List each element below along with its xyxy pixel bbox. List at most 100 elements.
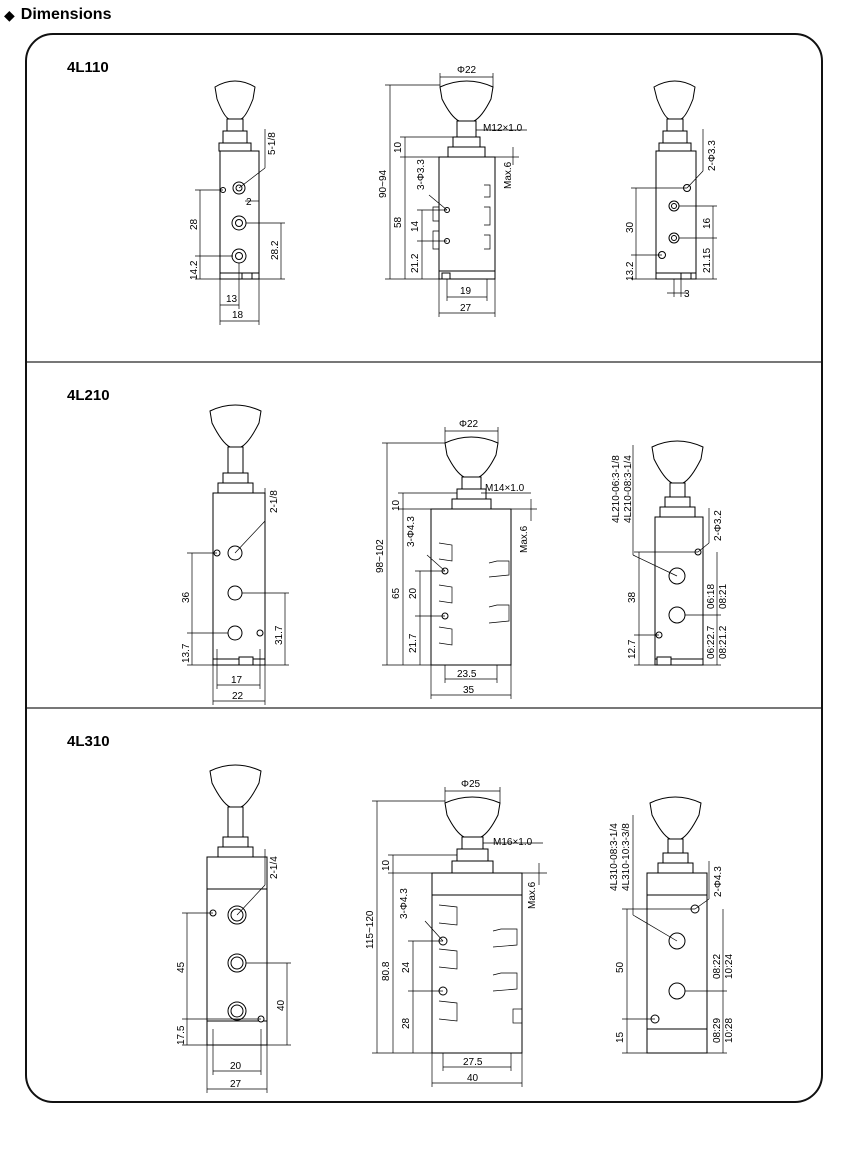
- dim-label: 28: [189, 218, 200, 230]
- dim-label: 4L310-08:3-1/4: [609, 823, 620, 891]
- side-view: [382, 427, 537, 699]
- dim-label: 18: [232, 310, 244, 321]
- dim-label: 30: [625, 221, 636, 233]
- section-4l110: 4L110: [27, 35, 821, 361]
- dim-label: 10: [393, 141, 404, 153]
- diagram-4l210: 2-1/8 36 13.7 31.7 17 22: [181, 404, 729, 705]
- dim-label: 13.7: [181, 643, 192, 663]
- section-4l210: 4L210: [27, 363, 821, 707]
- dim-label: 40: [276, 999, 287, 1011]
- dim-label: 20: [230, 1061, 242, 1072]
- dim-label: Φ22: [459, 419, 479, 430]
- section-divider: [27, 361, 821, 363]
- dim-label: 20: [408, 587, 419, 599]
- dim-label: 38: [627, 591, 638, 603]
- dim-label: 35: [463, 685, 475, 696]
- dim-label: 10:28: [724, 1018, 735, 1043]
- dim-label: 16: [702, 217, 713, 229]
- dim-label: 3-Φ4.3: [399, 888, 410, 919]
- front-view: [182, 764, 291, 1093]
- rear-view: [622, 796, 727, 1054]
- dim-label: 21.15: [702, 248, 713, 273]
- dim-label: 5-1/8: [267, 132, 278, 155]
- dim-label: 22: [232, 691, 244, 702]
- front-view: [195, 80, 285, 325]
- dim-label: 10: [381, 859, 392, 871]
- dim-label: 2-Φ3.2: [713, 510, 724, 541]
- section-4l310: 4L310: [27, 709, 821, 1101]
- dim-label: 27: [230, 1079, 242, 1090]
- dim-label: 08:22: [712, 954, 723, 979]
- dim-label: 65: [391, 587, 402, 599]
- dim-label: Max.6: [503, 161, 514, 189]
- dim-label: M12×1.0: [483, 123, 523, 134]
- dim-label: 10: [391, 499, 402, 511]
- dim-label: 36: [181, 591, 192, 603]
- dim-label: 27.5: [463, 1057, 483, 1068]
- dim-label: 14: [410, 220, 421, 232]
- section-divider: [27, 707, 821, 709]
- front-view: [187, 404, 289, 705]
- dim-label: 12.7: [627, 639, 638, 659]
- dim-label: 90~94: [378, 169, 389, 198]
- dim-label: 4L210-06:3-1/8: [611, 455, 622, 523]
- dim-label: 17.5: [176, 1025, 187, 1045]
- dim-label: Φ25: [461, 779, 481, 790]
- page-title: Dimensions: [20, 6, 112, 23]
- dim-label: 08:21: [718, 584, 729, 609]
- dim-label: Max.6: [519, 525, 530, 553]
- dim-label: 21.2: [410, 253, 421, 273]
- diagram-4l110: 5-1/8 2 28 14.2 28.2 13 18: [189, 65, 718, 325]
- dim-label: 98~102: [375, 539, 386, 573]
- model-label: 4L210: [67, 387, 110, 404]
- dim-label: 3-Φ4.3: [406, 516, 417, 547]
- dim-label: 13: [226, 294, 238, 305]
- dim-label: Max.6: [527, 881, 538, 909]
- dim-label: 08:29: [712, 1018, 723, 1043]
- rear-view: [632, 440, 721, 666]
- dim-label: 115~120: [365, 910, 376, 949]
- dim-label: 58: [393, 216, 404, 228]
- diagram-4l310: 2-1/4 45 17.5 40 20 27: [176, 764, 735, 1093]
- dim-label: 3-Φ3.3: [416, 159, 427, 190]
- page-header: ◆ Dimensions: [4, 4, 111, 26]
- dim-label: 21.7: [408, 633, 419, 653]
- side-view: [372, 787, 547, 1087]
- dim-label: 19: [460, 286, 472, 297]
- dim-label: 28.2: [270, 240, 281, 260]
- dim-label: 50: [615, 961, 626, 973]
- dim-label: 2-1/4: [269, 856, 280, 879]
- dim-label: 06:22.7: [706, 625, 717, 659]
- side-view: [385, 73, 527, 317]
- dim-label: 06:18: [706, 584, 717, 609]
- rear-view: [631, 80, 717, 297]
- dim-label: 2-Φ3.3: [707, 140, 718, 171]
- dim-label: 4L310-10:3-3/8: [621, 823, 632, 891]
- dim-label: 31.7: [274, 625, 285, 645]
- dim-label: 28: [401, 1017, 412, 1029]
- dim-label: M14×1.0: [485, 483, 525, 494]
- dim-label: 14.2: [189, 260, 200, 280]
- dim-label: 13.2: [625, 261, 636, 281]
- dim-label: 24: [401, 961, 412, 973]
- diamond-icon: ◆: [4, 7, 15, 23]
- dim-label: 2: [246, 197, 252, 208]
- dim-label: 3: [684, 289, 690, 300]
- dim-label: 45: [176, 961, 187, 973]
- dim-label: 10:24: [724, 954, 735, 979]
- dim-label: Φ22: [457, 65, 477, 76]
- model-label: 4L110: [67, 59, 109, 76]
- dim-label: 15: [615, 1031, 626, 1043]
- dim-label: 2-1/8: [269, 490, 280, 513]
- dim-label: 40: [467, 1073, 479, 1084]
- dim-label: 08:21.2: [718, 625, 729, 659]
- dim-label: M16×1.0: [493, 837, 533, 848]
- dim-label: 27: [460, 303, 472, 314]
- dim-label: 23.5: [457, 669, 477, 680]
- dim-label: 17: [231, 675, 243, 686]
- dim-label: 80.8: [381, 961, 392, 981]
- model-label: 4L310: [67, 733, 110, 750]
- dim-label: 2-Φ4.3: [713, 866, 724, 897]
- dim-label: 4L210-08:3-1/4: [623, 455, 634, 523]
- dimensions-frame: 4L110: [25, 33, 823, 1103]
